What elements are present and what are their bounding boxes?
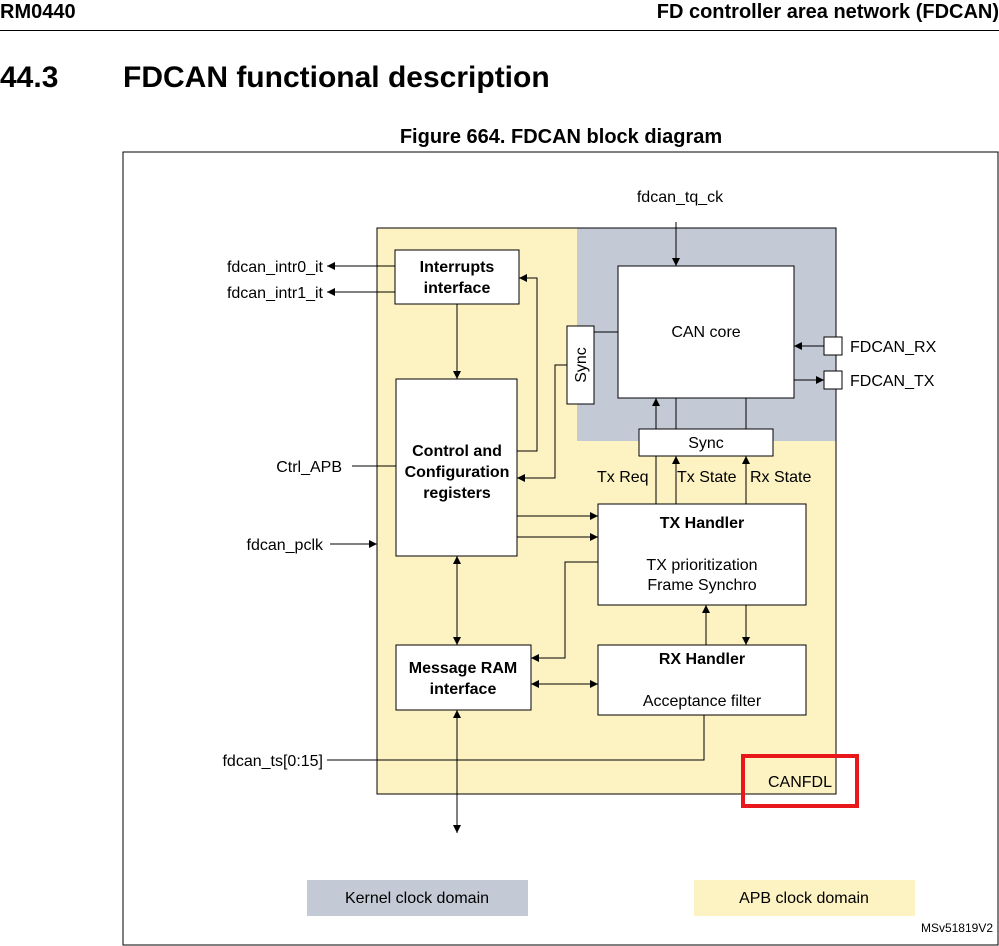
interrupts-label-line1: Interrupts bbox=[420, 259, 495, 276]
canfdl-highlight-box bbox=[741, 754, 859, 808]
sync-vertical-block: Sync bbox=[566, 325, 595, 405]
rx-handler-block: RX Handler Acceptance filter bbox=[597, 644, 807, 716]
interrupts-label-line2: interface bbox=[424, 280, 491, 297]
section-number: 44.3 bbox=[0, 61, 59, 94]
control-label-line1: Control and bbox=[412, 443, 502, 460]
figure-ref: MSv51819V2 bbox=[921, 921, 993, 935]
rx-state-label: Rx State bbox=[750, 469, 811, 486]
pclk-label: fdcan_pclk bbox=[247, 537, 324, 554]
header-rule bbox=[0, 30, 999, 31]
msg-ram-label-line1: Message RAM bbox=[409, 660, 517, 677]
legend-kernel-label: Kernel clock domain bbox=[345, 890, 489, 907]
doc-id: RM0440 bbox=[0, 1, 76, 23]
figure-title: Figure 664. FDCAN block diagram bbox=[399, 126, 723, 148]
control-config-registers-block: Control and Configuration registers bbox=[395, 378, 518, 557]
control-label-line3: registers bbox=[423, 485, 491, 502]
tx-state-label: Tx State bbox=[677, 469, 737, 486]
tq-ck-label: fdcan_tq_ck bbox=[637, 189, 724, 206]
interrupts-interface-block: Interrupts interface bbox=[394, 249, 520, 305]
tx-req-label: Tx Req bbox=[597, 469, 649, 486]
control-label-line2: Configuration bbox=[405, 464, 510, 481]
chapter-title: FD controller area network (FDCAN) bbox=[656, 1, 999, 23]
canfdl-label: CANFDL bbox=[768, 774, 832, 791]
can-core-block: CAN core bbox=[617, 265, 795, 399]
intr0-label: fdcan_intr0_it bbox=[227, 259, 324, 276]
ctrl-apb-label: Ctrl_APB bbox=[276, 459, 342, 476]
fdcan-rx-pin bbox=[823, 336, 843, 356]
message-ram-interface-block: Message RAM interface bbox=[395, 644, 532, 711]
tx-handler-line2: Frame Synchro bbox=[647, 577, 756, 594]
can-core-label: CAN core bbox=[671, 324, 740, 341]
legend-kernel-domain: Kernel clock domain bbox=[307, 880, 528, 916]
tx-handler-title: TX Handler bbox=[660, 515, 744, 532]
rx-handler-title: RX Handler bbox=[659, 651, 745, 668]
intr1-label: fdcan_intr1_it bbox=[227, 285, 324, 302]
sync-horizontal-label: Sync bbox=[688, 435, 724, 452]
sync-vertical-label: Sync bbox=[573, 347, 590, 383]
rx-handler-line1: Acceptance filter bbox=[643, 693, 762, 710]
tx-handler-block: TX Handler TX prioritization Frame Synch… bbox=[597, 503, 807, 606]
ts-label: fdcan_ts[0:15] bbox=[222, 753, 323, 770]
canfdl-outline bbox=[376, 227, 837, 795]
msg-ram-label-line2: interface bbox=[430, 681, 497, 698]
section-title: FDCAN functional description bbox=[123, 61, 550, 94]
legend-apb-domain: APB clock domain bbox=[694, 880, 915, 916]
connection-lines bbox=[327, 222, 824, 833]
tx-handler-line1: TX prioritization bbox=[646, 557, 757, 574]
fdcan-tx-pin bbox=[823, 370, 843, 390]
sync-horizontal-block: Sync bbox=[638, 428, 774, 457]
legend-apb-label: APB clock domain bbox=[739, 890, 869, 907]
fdcan-tx-label: FDCAN_TX bbox=[850, 373, 935, 390]
fdcan-rx-label: FDCAN_RX bbox=[850, 339, 937, 356]
